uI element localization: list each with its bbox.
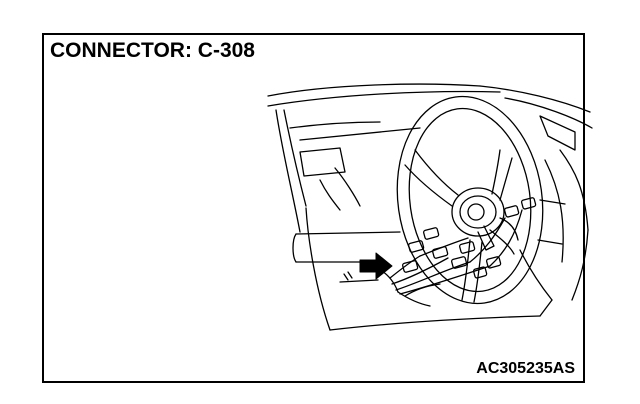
lower-panel [305,207,553,331]
connector-cluster [402,197,537,279]
wiring-harness [389,209,523,297]
connector-title: CONNECTOR: C-308 [50,39,255,62]
figure-id-label: AC305235AS [476,360,575,377]
clock-spring-hub [451,187,519,255]
steering-wheel-rim [396,95,544,305]
dashboard-outline [267,83,593,233]
arrow-right-icon [359,252,393,280]
steering-wheel-spokes [404,149,513,303]
